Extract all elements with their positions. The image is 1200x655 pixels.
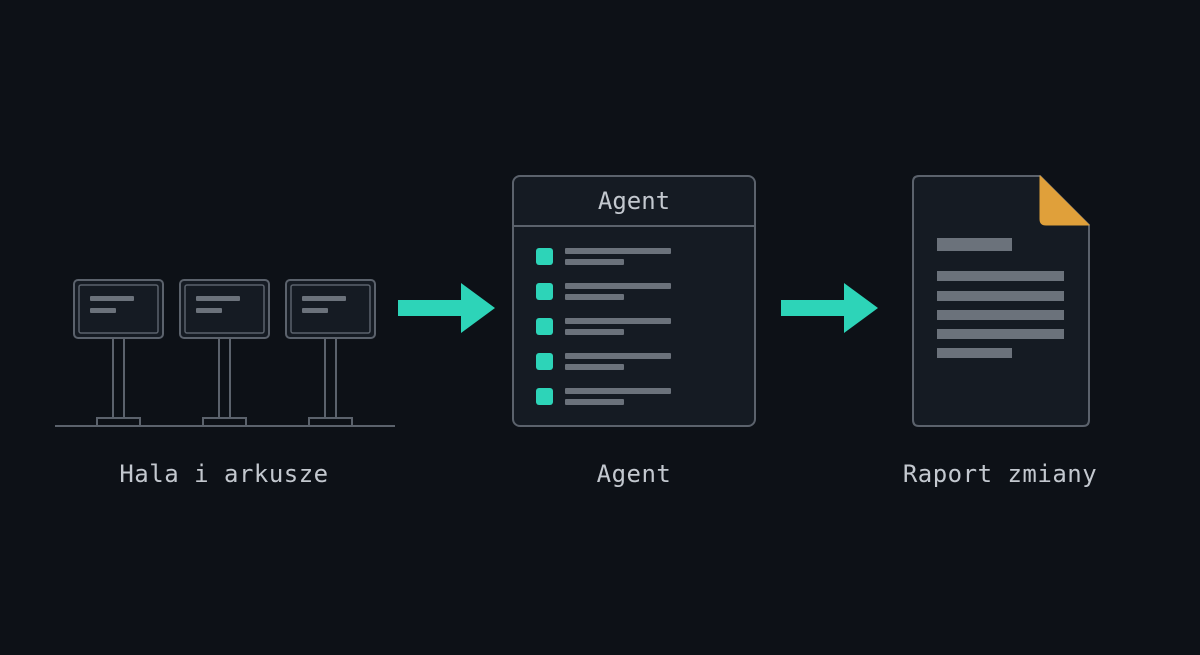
task-item: [536, 353, 671, 370]
task-item: [536, 318, 671, 335]
arrow-right-icon: [781, 283, 878, 333]
document-icon: [912, 175, 1090, 427]
task-check-icon: [536, 283, 553, 300]
arrow-right-icon: [398, 283, 495, 333]
report-caption: Raport zmiany: [902, 460, 1098, 488]
kiosk-stations-icon: [55, 279, 395, 427]
window-title: Agent: [598, 187, 670, 215]
corner-fold-icon: [1039, 175, 1090, 226]
task-check-icon: [536, 388, 553, 405]
task-check-icon: [536, 353, 553, 370]
report-text-line: [937, 271, 1064, 281]
agent-caption: Agent: [596, 460, 672, 488]
report-text-line: [937, 329, 1064, 339]
kiosk-station: [73, 279, 164, 427]
kiosk-station: [179, 279, 270, 427]
hall-caption: Hala i arkusze: [119, 460, 329, 488]
report-heading-bar: [937, 238, 1012, 251]
task-check-icon: [536, 318, 553, 335]
report-text-line: [937, 310, 1064, 320]
task-item: [536, 248, 671, 265]
report-text-line: [937, 291, 1064, 301]
agent-window: Agent: [512, 175, 756, 427]
kiosk-station: [285, 279, 376, 427]
task-item: [536, 388, 671, 405]
task-list: [536, 248, 671, 405]
task-item: [536, 283, 671, 300]
report-text-line: [937, 348, 1012, 358]
task-check-icon: [536, 248, 553, 265]
